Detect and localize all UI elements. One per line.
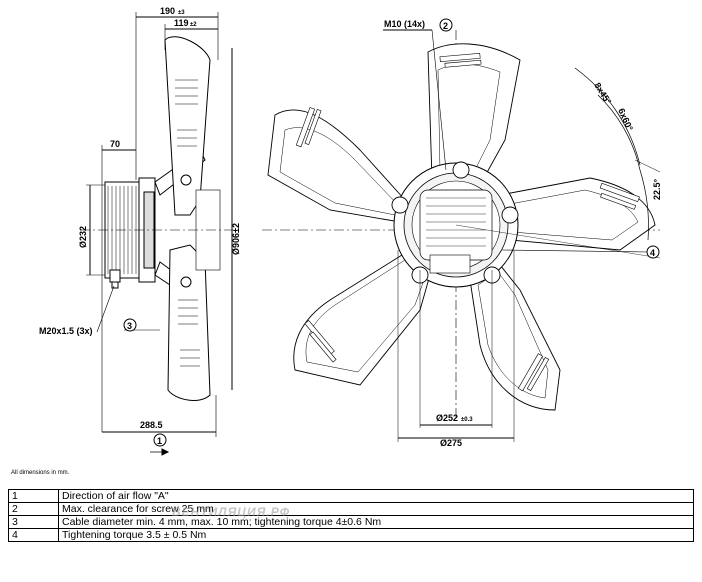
table-row: 2 Max. clearance for screw 25 mm	[8, 502, 694, 516]
dimensions-note: All dimensions in mm.	[11, 470, 70, 476]
table-row: 1 Direction of air flow "A"	[8, 489, 694, 503]
side-view-labels: 190 ±3 119 ±2 70 Ø232 Ø906±2 M20x1.5 (3x…	[39, 6, 241, 430]
marker-3: 3	[123, 318, 137, 332]
dim-bolt-circle-tol: ±0.3	[461, 417, 473, 423]
dim-angle-offset: 22.5°	[652, 178, 662, 200]
svg-text:3: 3	[127, 321, 132, 331]
dim-screw: M10 (14x)	[384, 19, 425, 29]
legend-text: Direction of air flow "A"	[58, 489, 694, 503]
motor-hub	[391, 161, 519, 288]
dim-cable-gland: M20x1.5 (3x)	[39, 326, 93, 336]
watermark: ВЕНТИЛЯЦИЯ.РФ	[172, 505, 291, 519]
dim-flange-diam: Ø275	[440, 438, 462, 448]
svg-text:4: 4	[650, 248, 655, 258]
dim-width-total-tol: ±3	[178, 10, 185, 16]
dim-diam-fan: Ø906±2	[231, 223, 241, 255]
svg-text:2: 2	[443, 21, 448, 31]
legend-text: Max. clearance for screw 25 mm	[58, 502, 694, 516]
marker-4: 4	[646, 245, 660, 259]
dim-angle-pitch: 8x45°	[592, 81, 613, 107]
marker-1: 1	[153, 433, 167, 447]
legend-num: 4	[8, 528, 59, 542]
dim-height-side: 288.5	[140, 420, 163, 430]
svg-text:1: 1	[157, 436, 162, 446]
legend-num: 1	[8, 489, 59, 503]
legend-table: 1 Direction of air flow "A" 2 Max. clear…	[8, 489, 694, 542]
fan-technical-drawing: 190 ±3 119 ±2 70 Ø232 Ø906±2 M20x1.5 (3x…	[39, 6, 662, 456]
legend-num: 3	[8, 515, 59, 529]
legend-num: 2	[8, 502, 59, 516]
front-view	[262, 29, 661, 442]
legend-text: Cable diameter min. 4 mm, max. 10 mm; ti…	[58, 515, 694, 529]
marker-2: 2	[439, 18, 453, 32]
dim-bolt-circle: Ø252	[436, 413, 458, 423]
dim-depth-motor: 70	[110, 139, 120, 149]
dim-diam-motor: Ø232	[78, 226, 88, 248]
table-row: 3 Cable diameter min. 4 mm, max. 10 mm; …	[8, 515, 694, 529]
dim-width-blade-tol: ±2	[190, 22, 197, 28]
dim-width-total: 190	[160, 6, 175, 16]
side-view	[80, 12, 240, 456]
dim-width-blade: 119	[174, 18, 189, 28]
legend-text: Tightening torque 3.5 ± 0.5 Nm	[58, 528, 694, 542]
table-row: 4 Tightening torque 3.5 ± 0.5 Nm	[8, 528, 694, 542]
